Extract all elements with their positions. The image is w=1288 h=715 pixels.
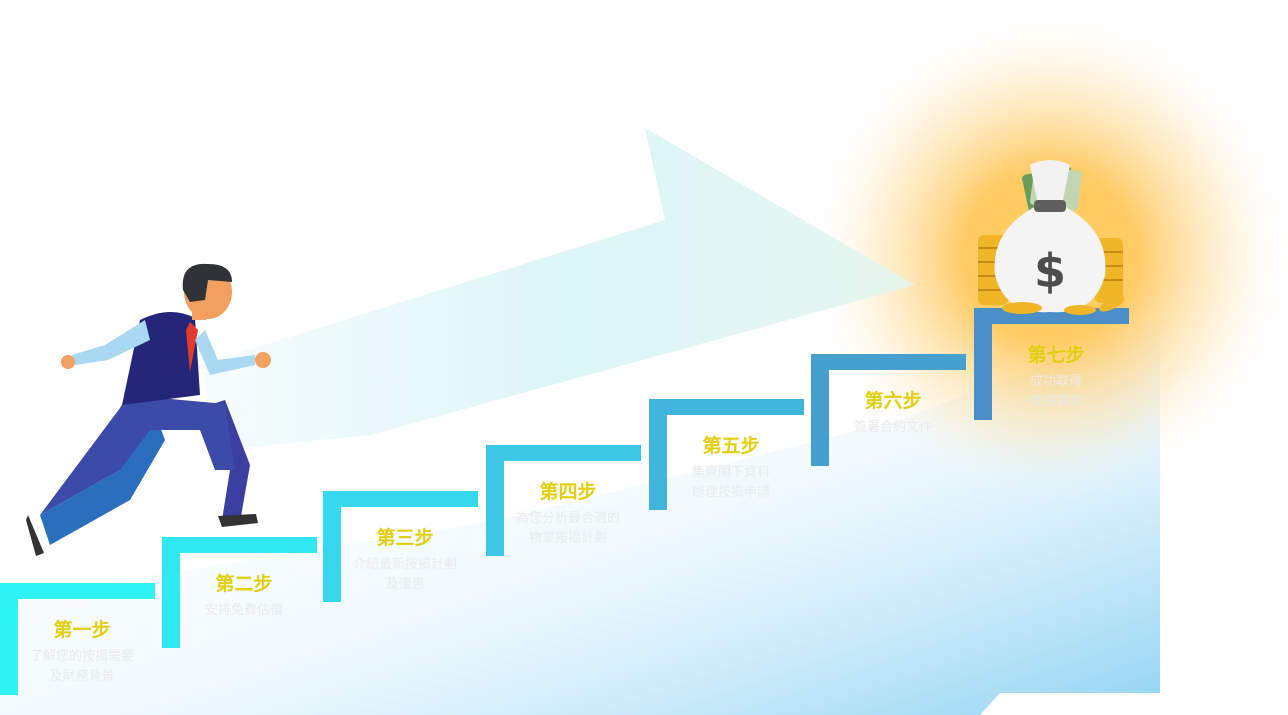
step-description: 簽署合約文件 <box>853 420 932 435</box>
step-title: 第五步 <box>702 435 760 457</box>
step-description: 集齊閣下資料 辦理按揭申請 <box>691 465 770 500</box>
stair-tread <box>162 537 317 553</box>
stair-riser <box>486 445 504 556</box>
step-title: 第二步 <box>215 573 273 595</box>
stair-riser <box>974 308 992 420</box>
progress-arrow <box>200 128 915 450</box>
step-title: 第一步 <box>53 619 111 641</box>
stair-tread <box>486 445 641 461</box>
step-description: 介紹最新按揭計劃 及優惠 <box>352 557 457 592</box>
stair-riser <box>323 491 341 602</box>
dollar-sign: $ <box>1034 244 1066 298</box>
stair-riser <box>162 537 180 648</box>
businessman-running-figure <box>26 263 271 556</box>
step-description: 為您分析最合適的 物業按揭計劃 <box>515 511 620 546</box>
stair-tread <box>811 354 966 370</box>
background-shade <box>0 320 1160 715</box>
step-title: 第六步 <box>864 390 922 412</box>
stairs <box>0 308 1129 695</box>
stair-riser <box>0 583 18 695</box>
step-description: 安排免費估價 <box>204 603 283 618</box>
step-title: 第四步 <box>539 481 597 503</box>
stair-riser <box>649 399 667 510</box>
stair-tread <box>323 491 478 507</box>
step-description: 成功取得 按揭貸款 <box>1029 374 1082 409</box>
step-description: 了解您的按揭需要 及財務背景 <box>29 649 134 684</box>
stair-riser <box>811 354 829 466</box>
money-bag-icon: $ <box>978 160 1125 315</box>
step-title: 第七步 <box>1027 344 1085 366</box>
step-title: 第三步 <box>376 527 434 549</box>
stair-tread <box>649 399 804 415</box>
stair-tread <box>0 583 155 599</box>
